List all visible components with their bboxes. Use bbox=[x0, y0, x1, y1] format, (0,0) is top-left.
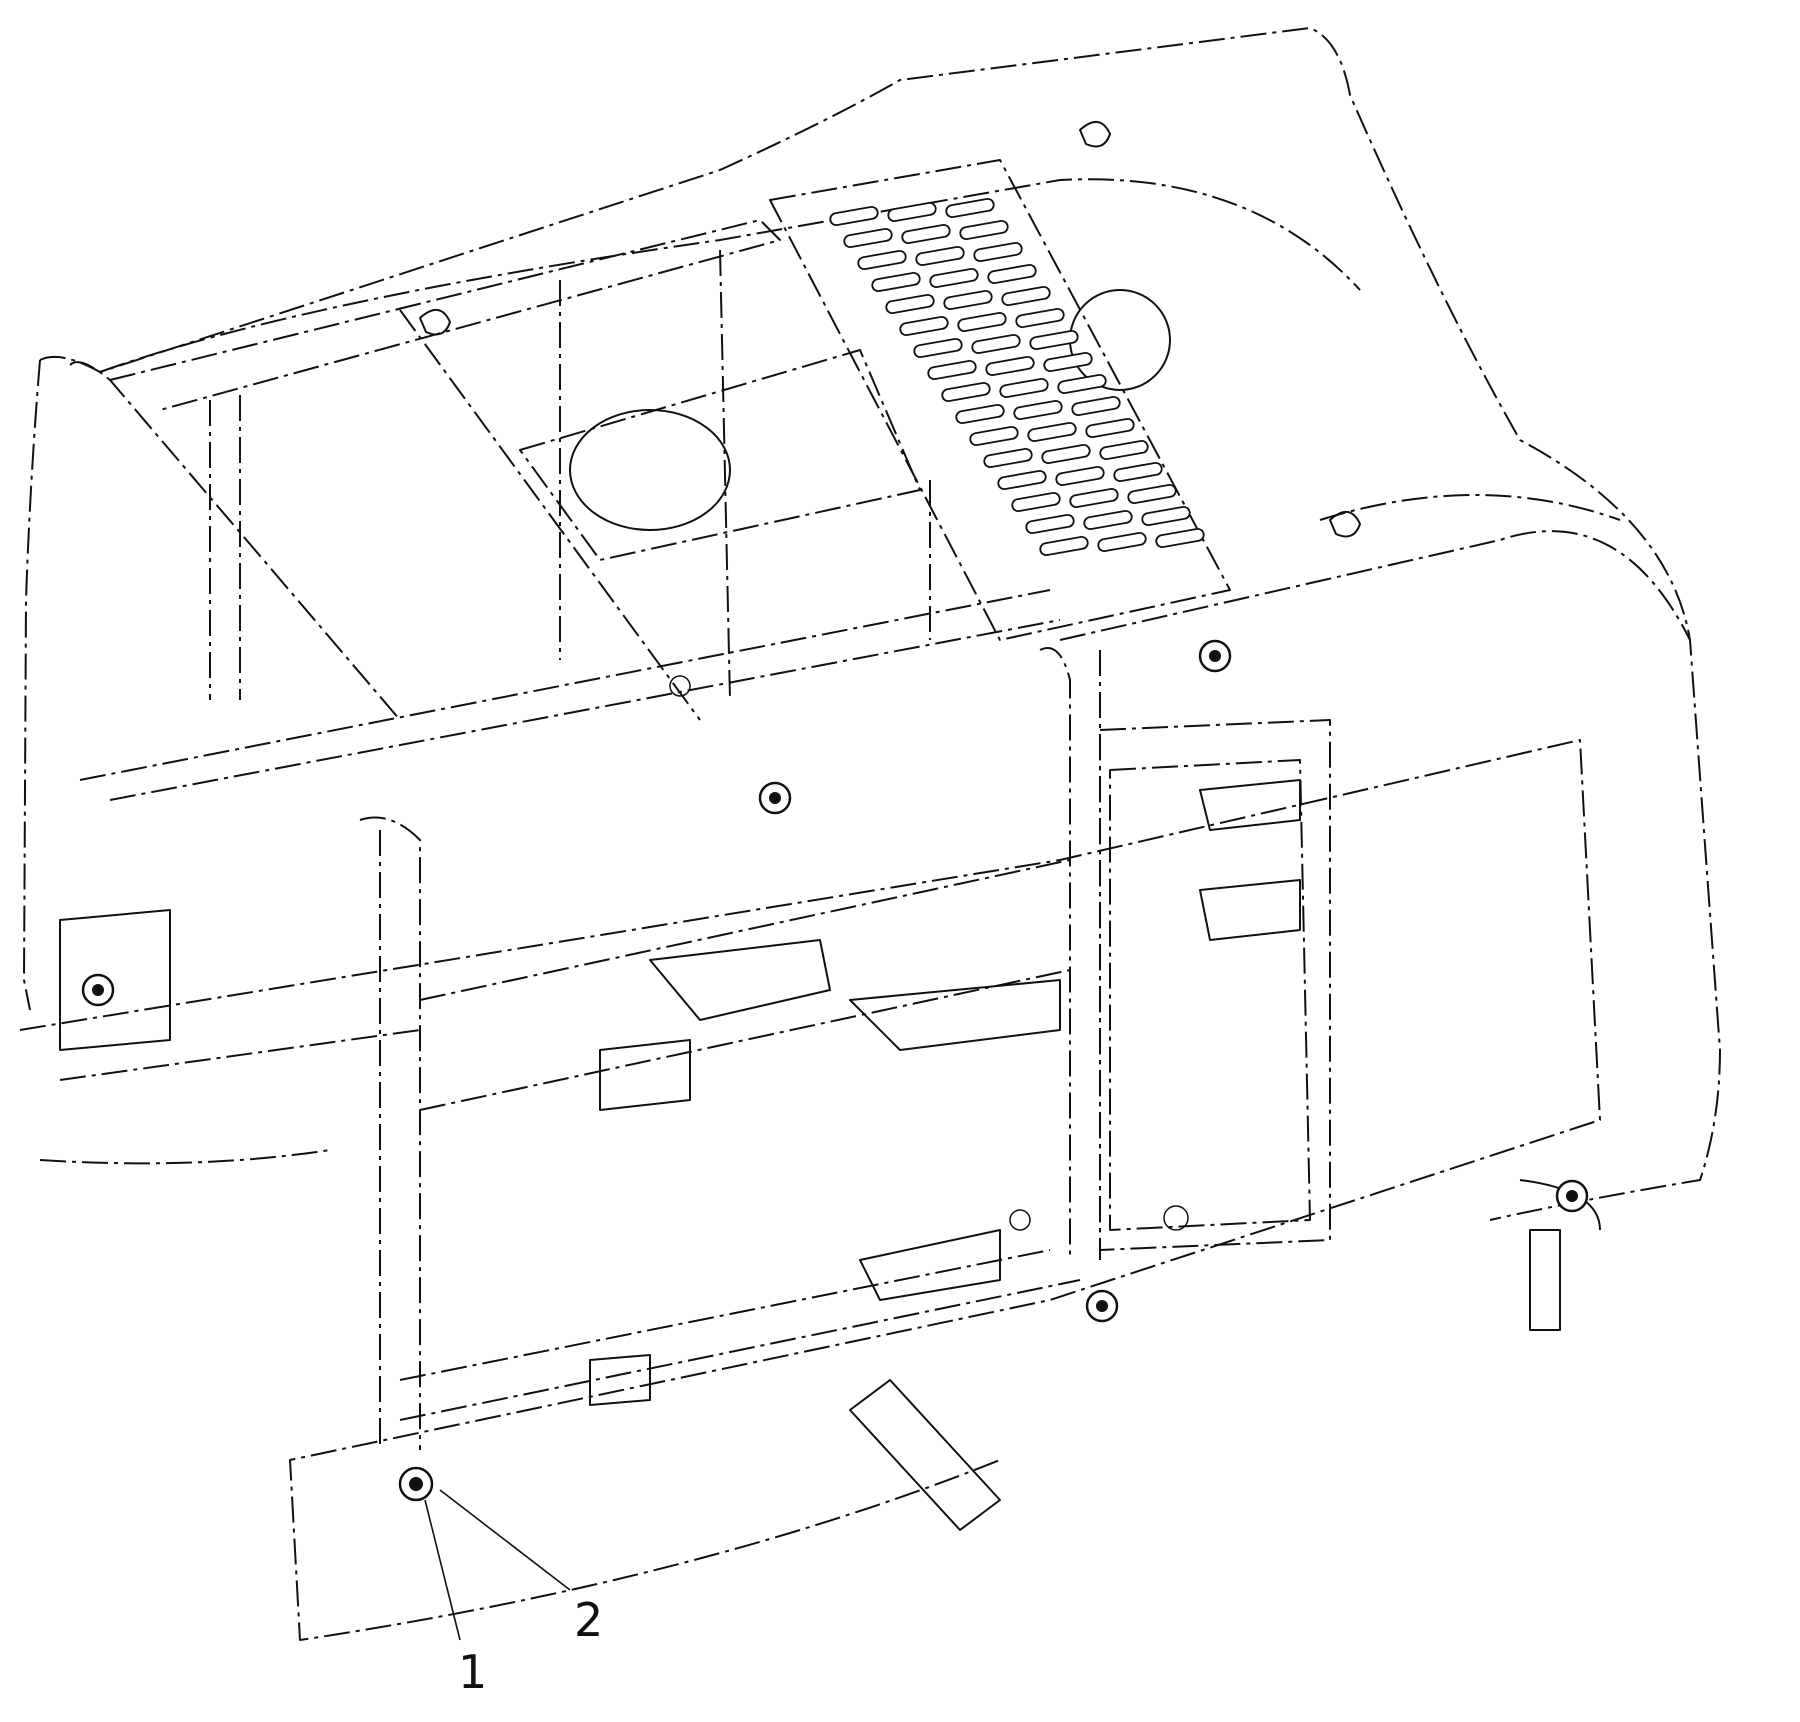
grille-slot bbox=[901, 223, 951, 245]
bolt-washer-4 bbox=[1085, 1289, 1119, 1323]
grille-slot bbox=[857, 249, 907, 271]
grille-slot bbox=[997, 469, 1047, 491]
grille-slot bbox=[987, 263, 1037, 285]
grille-slot bbox=[973, 241, 1023, 263]
grille-slot bbox=[929, 267, 979, 289]
grille-slot bbox=[969, 425, 1019, 447]
bolt-washer-callout bbox=[398, 1466, 434, 1502]
top-cover bbox=[23, 27, 1721, 1221]
grille-slot bbox=[885, 293, 935, 315]
grille-slot bbox=[1083, 509, 1133, 531]
grille-slot bbox=[955, 403, 1005, 425]
grille-slot bbox=[1141, 505, 1191, 527]
main-frame bbox=[19, 647, 1601, 1641]
grille-slot bbox=[959, 219, 1009, 241]
grille-slot bbox=[913, 337, 963, 359]
grille-slot bbox=[945, 197, 995, 219]
bolt-washer-2 bbox=[758, 781, 792, 815]
grille-slot bbox=[1001, 285, 1051, 307]
grille-slot bbox=[1113, 461, 1163, 483]
grille-slot bbox=[1013, 399, 1063, 421]
grille-slot bbox=[1043, 351, 1093, 373]
grille-slot bbox=[1041, 443, 1091, 465]
bolt-washer-1 bbox=[1198, 639, 1232, 673]
grille-slot bbox=[1055, 465, 1105, 487]
callout-1: 1 bbox=[458, 1645, 487, 1699]
grille-slot bbox=[1029, 329, 1079, 351]
upper-frame bbox=[69, 219, 1061, 801]
grille-slot bbox=[829, 205, 879, 227]
grille-slot bbox=[871, 271, 921, 293]
grille-slot bbox=[1155, 527, 1205, 549]
grille-slot bbox=[943, 289, 993, 311]
grille-slot bbox=[927, 359, 977, 381]
grille-slot bbox=[1071, 395, 1121, 417]
grille-slot bbox=[915, 245, 965, 267]
grille-slot bbox=[1085, 417, 1135, 439]
grille-slot bbox=[999, 377, 1049, 399]
callout-2: 2 bbox=[574, 1593, 603, 1647]
grille-slot bbox=[983, 447, 1033, 469]
grille-slot bbox=[887, 201, 937, 223]
louvre-grille bbox=[769, 159, 1231, 641]
grille-slot bbox=[971, 333, 1021, 355]
grille-slot bbox=[1127, 483, 1177, 505]
bolt-washer-3 bbox=[81, 973, 115, 1007]
grille-slot bbox=[941, 381, 991, 403]
grille-outline bbox=[769, 159, 1231, 641]
grille-slot bbox=[1097, 531, 1147, 553]
grille-slot bbox=[1011, 491, 1061, 513]
grille-slot bbox=[899, 315, 949, 337]
grille-slot bbox=[1057, 373, 1107, 395]
fasteners bbox=[81, 639, 1589, 1502]
callouts: 1 2 bbox=[424, 1489, 603, 1699]
grille-slot bbox=[957, 311, 1007, 333]
bolt-washer-5 bbox=[1555, 1179, 1589, 1213]
grille-slot bbox=[1025, 513, 1075, 535]
grille-slot bbox=[1099, 439, 1149, 461]
grille-slot bbox=[985, 355, 1035, 377]
grille-slot bbox=[1069, 487, 1119, 509]
grille-slot bbox=[843, 227, 893, 249]
grille-slot bbox=[1039, 535, 1089, 557]
grille-slot bbox=[1027, 421, 1077, 443]
grille-slot bbox=[1015, 307, 1065, 329]
